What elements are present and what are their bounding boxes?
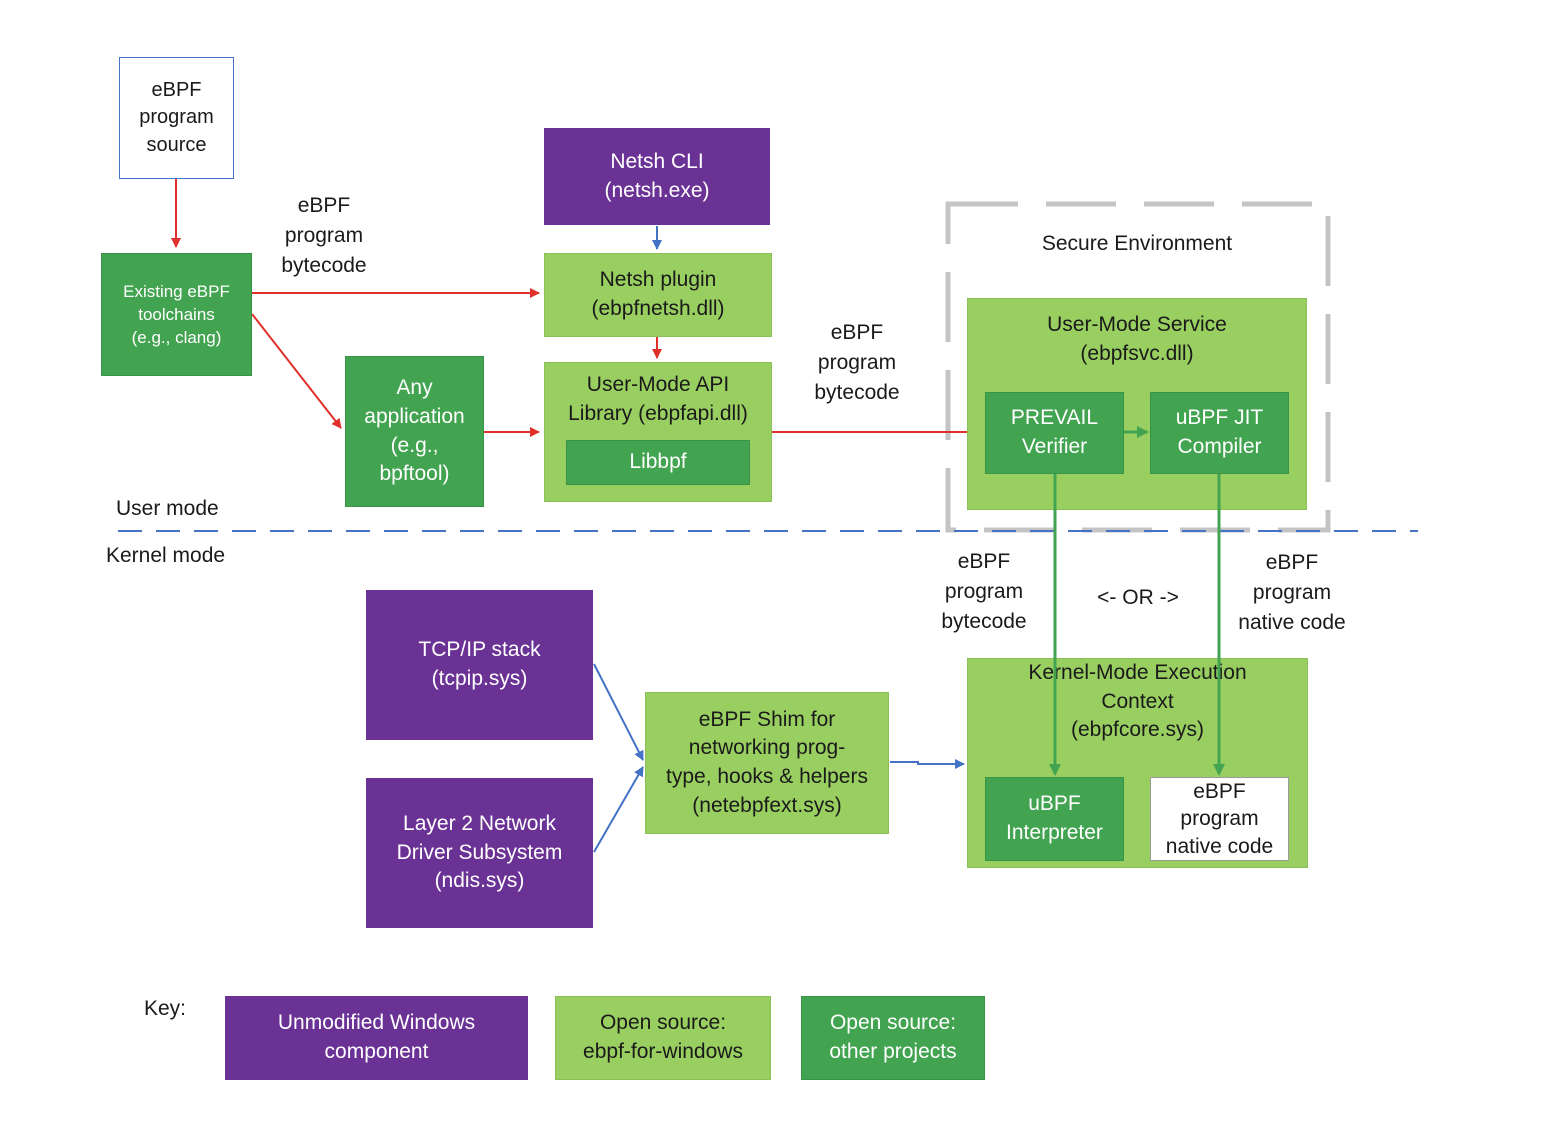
prevail-verifier-box: PREVAIL Verifier xyxy=(985,392,1124,474)
toolchains-line-3: (e.g., clang) xyxy=(131,328,222,348)
arrow-shim-to-kernel-context xyxy=(890,759,965,769)
jit-line-1: uBPF JIT xyxy=(1175,406,1264,430)
native-code-label-kernel: eBPF program native code xyxy=(1222,548,1362,637)
toolchains-line-2: toolchains xyxy=(138,304,215,324)
native-code-box: eBPF program native code xyxy=(1150,777,1289,861)
prevail-line-2: Verifier xyxy=(1021,435,1088,458)
ndis-line-3: (ndis.sys) xyxy=(434,869,525,893)
kernel-ctx-line-3: (ebpfcore.sys) xyxy=(1070,718,1205,742)
interp-line-2: Interpreter xyxy=(1006,821,1103,844)
bytecode-kernel-line-3: bytecode xyxy=(941,609,1027,633)
ubpf-jit-compiler-box: uBPF JIT Compiler xyxy=(1150,392,1289,474)
any-app-line-2: application xyxy=(364,404,465,428)
any-app-line-3: (e.g., xyxy=(390,433,439,457)
secure-environment-label: Secure Environment xyxy=(1041,232,1233,255)
netsh-cli-line-2: (netsh.exe) xyxy=(604,178,710,202)
bytecode-kernel-line-2: program xyxy=(944,579,1024,603)
ndis-box: Layer 2 Network Driver Subsystem (ndis.s… xyxy=(366,778,593,928)
bytecode-label-kernel: eBPF program bytecode xyxy=(924,547,1044,636)
native-kernel-line-2: program xyxy=(1252,580,1332,604)
or-label: <- OR -> xyxy=(1097,586,1179,609)
native-box-line-3: native code xyxy=(1165,834,1274,858)
key-unmodified-line-2: component xyxy=(324,1040,429,1063)
interp-line-1: uBPF xyxy=(1028,792,1081,816)
key-open-source-other: Open source: other projects xyxy=(801,996,985,1080)
netsh-plugin-line-1: Netsh plugin xyxy=(599,268,717,292)
arrow-ndis-to-shim xyxy=(593,766,644,853)
arrow-toolchains-to-any-app xyxy=(251,313,342,429)
shim-line-1: eBPF Shim for xyxy=(698,707,836,731)
shim-line-3: type, hooks & helpers xyxy=(666,765,868,788)
user-mode-label: User mode xyxy=(116,497,219,520)
arrow-tcpip-to-shim xyxy=(593,663,644,761)
native-box-line-2: program xyxy=(1180,807,1259,831)
netsh-cli-line-1: Netsh CLI xyxy=(610,149,704,173)
secure-environment-frame xyxy=(945,201,1331,533)
any-app-line-4: bpftool) xyxy=(379,462,450,486)
kernel-ctx-line-1: Kernel-Mode Execution xyxy=(1028,661,1247,684)
key-label: Key: xyxy=(144,997,187,1020)
bytecode-kernel-line-1: eBPF xyxy=(957,550,1011,573)
native-kernel-line-1: eBPF xyxy=(1265,551,1319,574)
ndis-line-2: Driver Subsystem xyxy=(396,840,563,864)
tcpip-stack-box: TCP/IP stack (tcpip.sys) xyxy=(366,590,593,740)
service-line-2: (ebpfsvc.dll) xyxy=(1080,341,1194,365)
bytecode-mid-line-1: eBPF xyxy=(830,321,884,344)
key-open-other-line-2: other projects xyxy=(829,1040,957,1063)
kernel-ctx-line-2: Context xyxy=(1101,689,1174,713)
bytecode-label-mid: eBPF program bytecode xyxy=(797,318,917,407)
jit-line-2: Compiler xyxy=(1177,435,1262,458)
key-open-ebpf-line-2: ebpf-for-windows xyxy=(583,1040,743,1063)
bytecode-top-line-3: bytecode xyxy=(281,253,367,277)
key-open-ebpf-line-1: Open source: xyxy=(599,1011,727,1035)
netsh-plugin-line-2: (ebpfnetsh.dll) xyxy=(591,297,725,320)
libbpf-box: Libbpf xyxy=(566,440,750,485)
toolchains-line-1: Existing eBPF xyxy=(123,281,230,301)
key-unmodified-windows: Unmodified Windows component xyxy=(225,996,528,1080)
key-open-source-ebpf-for-windows: Open source: ebpf-for-windows xyxy=(555,996,771,1080)
bytecode-mid-line-3: bytecode xyxy=(814,380,900,404)
source-line-1: eBPF xyxy=(151,79,202,102)
native-kernel-line-3: native code xyxy=(1238,610,1346,634)
bytecode-label-top: eBPF program bytecode xyxy=(264,191,384,280)
bytecode-top-line-1: eBPF xyxy=(297,194,351,217)
tcpip-line-2: (tcpip.sys) xyxy=(431,667,528,690)
bytecode-top-line-2: program xyxy=(284,223,364,247)
service-line-1: User-Mode Service xyxy=(1047,313,1227,336)
netsh-cli-box: Netsh CLI (netsh.exe) xyxy=(544,128,770,225)
libbpf-label: Libbpf xyxy=(629,450,687,474)
tcpip-line-1: TCP/IP stack xyxy=(418,638,541,662)
ebpf-program-source-box: eBPF program source xyxy=(119,57,234,179)
api-line-2: Library (ebpfapi.dll) xyxy=(568,401,748,425)
shim-line-4: (netebpfext.sys) xyxy=(692,793,842,817)
any-application-box: Any application (e.g., bpftool) xyxy=(345,356,484,507)
bytecode-mid-line-2: program xyxy=(817,350,897,374)
existing-toolchains-box: Existing eBPF toolchains (e.g., clang) xyxy=(101,253,252,376)
key-open-other-line-1: Open source: xyxy=(829,1011,957,1035)
shim-line-2: networking prog- xyxy=(688,736,846,760)
ndis-line-1: Layer 2 Network xyxy=(403,812,556,836)
ubpf-interpreter-box: uBPF Interpreter xyxy=(985,777,1124,861)
source-line-3: source xyxy=(146,133,207,156)
kernel-mode-label: Kernel mode xyxy=(106,544,226,567)
native-box-line-1: eBPF xyxy=(1193,780,1246,804)
prevail-line-1: PREVAIL xyxy=(1010,406,1099,430)
api-line-1: User-Mode API xyxy=(586,373,730,396)
ebpf-shim-box: eBPF Shim for networking prog- type, hoo… xyxy=(645,692,889,834)
any-app-line-1: Any xyxy=(396,376,433,400)
key-unmodified-line-1: Unmodified Windows xyxy=(277,1011,476,1035)
netsh-plugin-box: Netsh plugin (ebpfnetsh.dll) xyxy=(544,253,772,337)
source-line-2: program xyxy=(139,106,214,129)
